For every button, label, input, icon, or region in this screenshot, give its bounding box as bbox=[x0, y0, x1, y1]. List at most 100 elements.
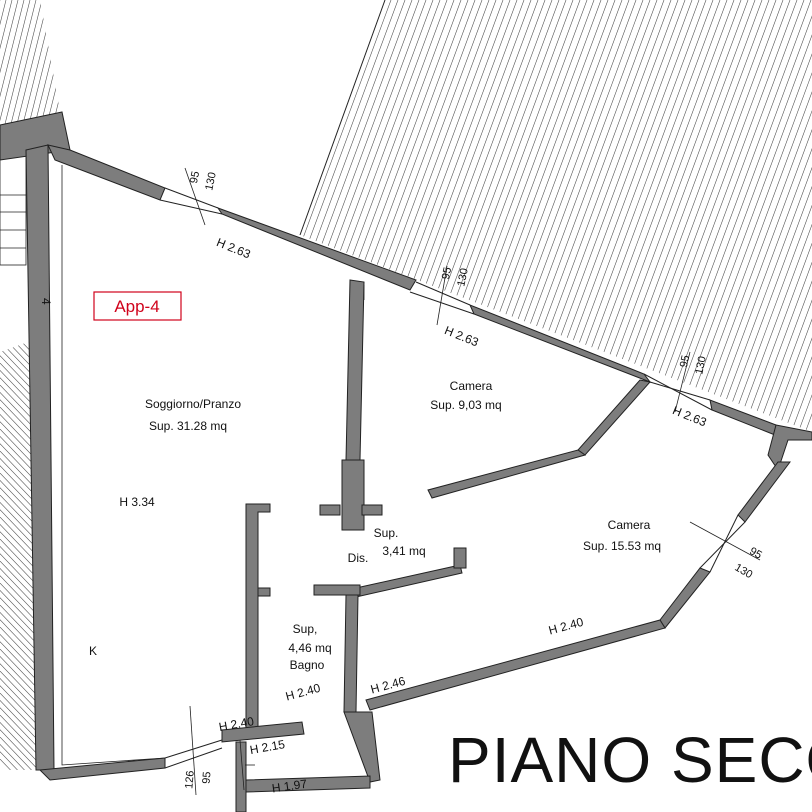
room-name-camera-1: Camera bbox=[450, 379, 493, 393]
hatch-line bbox=[0, 340, 40, 770]
window-width: 95 bbox=[747, 545, 764, 562]
interior-outline bbox=[61, 165, 365, 791]
hatch-line bbox=[724, 0, 812, 432]
hatch-line bbox=[647, 0, 812, 432]
hatch-line bbox=[0, 340, 40, 770]
room-name-camera-2: Camera bbox=[608, 518, 651, 532]
room-name-bath: Bagno bbox=[290, 658, 325, 672]
hatch-line bbox=[300, 0, 371, 432]
room-name-dis: Dis. bbox=[348, 551, 369, 565]
hatch-line bbox=[0, 340, 40, 770]
hatch-line bbox=[300, 0, 413, 432]
walls bbox=[0, 111, 812, 812]
hatch-line bbox=[0, 340, 40, 770]
hatch-line bbox=[300, 0, 399, 432]
room-area-camera-2: Sup. 15.53 mq bbox=[583, 539, 661, 553]
hatch-line bbox=[0, 340, 40, 770]
room-height-living: H 3.34 bbox=[119, 495, 155, 509]
window-height: 130 bbox=[693, 355, 709, 375]
room-name-living: Soggiorno/Pranzo bbox=[145, 397, 241, 411]
hatch-line bbox=[675, 0, 812, 432]
hatch-line bbox=[300, 0, 343, 432]
hatch-line bbox=[689, 0, 812, 432]
height-label: H 2.63 bbox=[214, 235, 252, 261]
hatch-line bbox=[0, 0, 25, 150]
hatch-line bbox=[0, 340, 40, 770]
hatch-line bbox=[731, 0, 812, 432]
hatch-line bbox=[300, 0, 441, 432]
hatch-line bbox=[0, 340, 40, 770]
hatch-line bbox=[780, 0, 812, 432]
hatch-line bbox=[300, 0, 427, 432]
hatch-line bbox=[0, 340, 21, 770]
hatch-line bbox=[745, 0, 812, 432]
stair-mark: 4 bbox=[39, 298, 53, 305]
hatch-line bbox=[0, 0, 13, 150]
hatch-line bbox=[759, 0, 812, 432]
hatch-line bbox=[0, 340, 40, 770]
dimension-ticks bbox=[184, 167, 761, 796]
hatch-line bbox=[300, 0, 455, 432]
room-area-camera-1: Sup. 9,03 mq bbox=[430, 398, 501, 412]
staircase bbox=[0, 149, 27, 266]
hatch-line bbox=[0, 340, 40, 770]
hatch-line bbox=[696, 0, 812, 432]
height-label: H 2.40 bbox=[547, 615, 585, 638]
kitchen-mark: K bbox=[89, 644, 97, 658]
room-area-bath-l1: Sup, bbox=[293, 622, 318, 636]
hatch-line bbox=[0, 340, 40, 770]
window-width: 95 bbox=[201, 771, 214, 784]
height-label: H 2.40 bbox=[284, 681, 322, 704]
height-label: H 2.15 bbox=[249, 737, 287, 757]
hatch-line bbox=[300, 0, 434, 432]
badge-label: App-4 bbox=[114, 297, 159, 316]
hatch-line bbox=[68, 0, 108, 160]
hatch-line bbox=[787, 0, 812, 432]
hatch-line bbox=[300, 0, 329, 432]
height-label: H 2.63 bbox=[442, 323, 480, 349]
window-height: 130 bbox=[203, 171, 219, 191]
window-height: 126 bbox=[183, 770, 197, 789]
hatch-line bbox=[794, 0, 812, 432]
hatch-line bbox=[661, 0, 812, 432]
hatch-line bbox=[0, 340, 40, 770]
height-label: H 2.40 bbox=[218, 714, 256, 734]
hatch-line bbox=[80, 0, 120, 160]
hatch-line bbox=[0, 340, 35, 770]
hatch-line bbox=[717, 0, 812, 432]
hatch-line bbox=[0, 340, 40, 770]
hatch-line bbox=[300, 0, 420, 432]
hatch-line bbox=[682, 0, 812, 432]
hatch-line bbox=[0, 340, 28, 770]
window-width: 95 bbox=[678, 354, 692, 368]
room-area-living: Sup. 31.28 mq bbox=[149, 419, 227, 433]
height-label: H 1.97 bbox=[271, 777, 308, 796]
hatch-line bbox=[0, 340, 40, 770]
height-label: H 2.63 bbox=[670, 403, 708, 429]
hatch-line bbox=[0, 340, 40, 770]
room-area-dis-l1: Sup. bbox=[374, 526, 399, 540]
hatch-line bbox=[300, 0, 322, 432]
hatch-line bbox=[0, 340, 40, 770]
hatch-line bbox=[74, 0, 114, 160]
window-height: 130 bbox=[455, 267, 471, 287]
terrace-edge bbox=[299, 0, 386, 236]
hatch-line bbox=[0, 0, 31, 150]
room-labels: Soggiorno/Pranzo Sup. 31.28 mq H 3.34 K … bbox=[89, 379, 661, 672]
height-labels: H 2.63 H 2.63 H 2.63 H 2.40 H 2.46 H 2.4… bbox=[214, 235, 708, 795]
hatch-line bbox=[0, 340, 40, 770]
hatch-line bbox=[300, 0, 315, 432]
hatch-line bbox=[0, 340, 40, 770]
hatch-line bbox=[33, 340, 40, 770]
hatch-line bbox=[703, 0, 812, 432]
hatch-line bbox=[773, 0, 812, 432]
window-width: 95 bbox=[188, 170, 202, 184]
hatch-line bbox=[0, 340, 40, 770]
hatch-line bbox=[55, 340, 475, 780]
window-width: 95 bbox=[440, 266, 454, 280]
hatch-line bbox=[0, 340, 40, 770]
floor-title: PIANO SECO bbox=[448, 724, 812, 796]
hatch-line bbox=[300, 0, 469, 432]
